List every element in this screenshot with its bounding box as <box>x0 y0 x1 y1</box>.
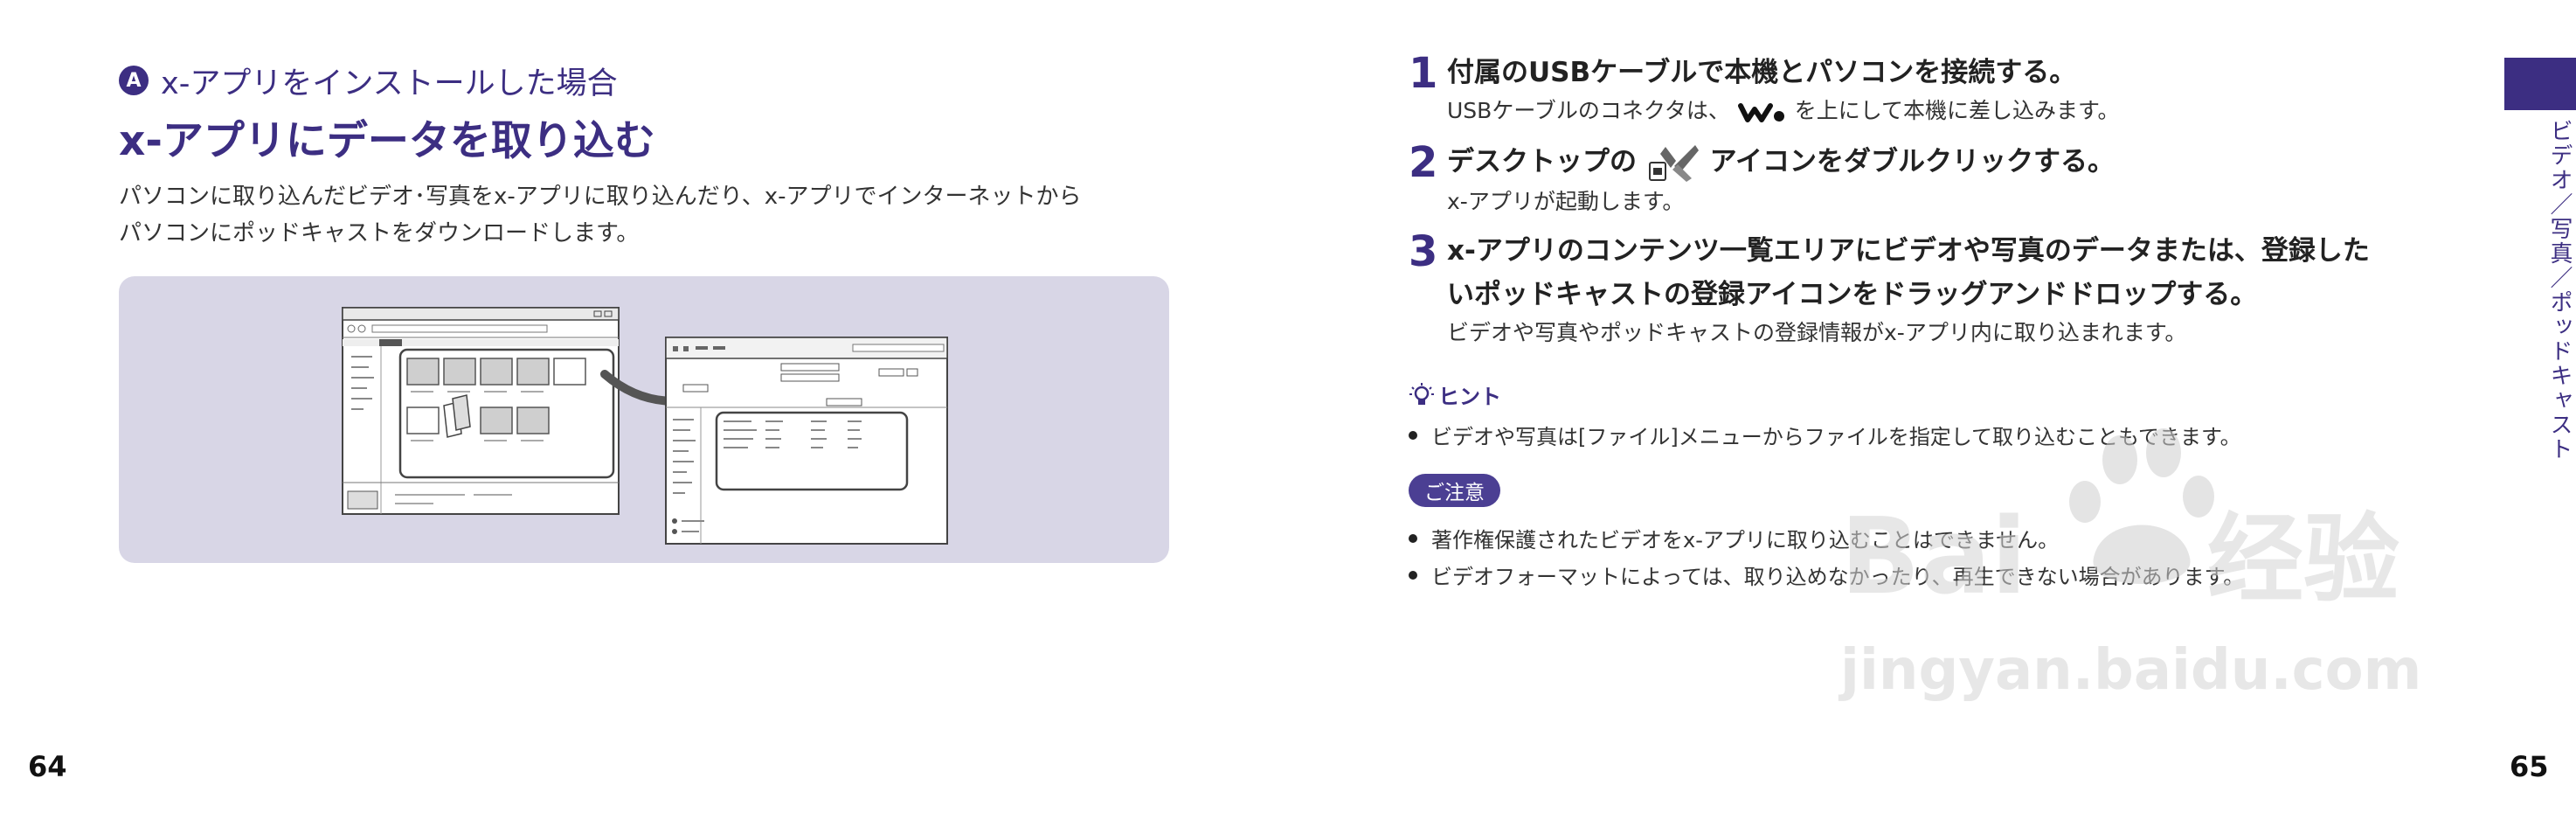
step-number: 1 <box>1409 49 1438 98</box>
hint-heading: ヒント <box>1409 379 1501 410</box>
step-title-post: アイコンをダブルクリックする。 <box>1709 146 2116 177</box>
window-explorer <box>342 307 620 515</box>
step-description: ビデオや写真やポッドキャストの登録情報がx-アプリ内に取り込まれます。 <box>1447 320 2187 345</box>
x-app-desktop-icon <box>1648 144 1699 182</box>
intro-line-1: パソコンに取り込んだビデオ･写真をx-アプリに取り込んだり、x-アプリでインター… <box>119 184 1082 210</box>
watermark-domain: jingyan.baidu.com <box>1838 638 2421 703</box>
lightbulb-icon <box>1409 382 1434 405</box>
walkman-logo-icon <box>1737 103 1784 122</box>
intro-paragraph: パソコンに取り込んだビデオ･写真をx-アプリに取り込んだり、x-アプリでインター… <box>119 178 1185 252</box>
hint-label: ヒント <box>1438 385 1501 409</box>
intro-line-2: パソコンにポッドキャストをダウンロードします。 <box>119 220 640 247</box>
illustration-panel <box>119 276 1169 563</box>
watermark-brand: Bai <box>1840 497 2027 618</box>
step-number: 2 <box>1409 138 1438 187</box>
step-title-pre: デスクトップの <box>1447 146 1637 177</box>
bullet-dot <box>1409 533 1417 543</box>
side-section-label: ビデオ／写真／ポッドキャスト <box>2546 119 2573 462</box>
bullet-dot <box>1409 430 1417 440</box>
caution-item-text: 著作権保護されたビデオをx-アプリに取り込むことはできません。 <box>1431 528 2060 552</box>
caution-item-1: 著作権保護されたビデオをx-アプリに取り込むことはできません。 <box>1409 523 2059 553</box>
step-description: x-アプリが起動します。 <box>1447 188 1685 214</box>
watermark-brand-cn: 经验 <box>2207 504 2399 615</box>
section-subheading: A x-アプリをインストールした場合 <box>119 58 618 103</box>
bullet-dot <box>1409 570 1417 580</box>
step-title-line-1: x-アプリのコンテンツ一覧エリアにビデオや写真のデータまたは、登録した <box>1447 235 2370 267</box>
baidu-watermark: Bai 经验 jingyan.baidu.com <box>1838 428 2421 703</box>
page-number-left: 64 <box>28 750 67 783</box>
step-title-line-2: いポッドキャストの登録アイコンをドラッグアンドドロップする。 <box>1447 279 2258 310</box>
caution-badge: ご注意 <box>1409 474 1500 507</box>
side-tab-marker <box>2504 58 2576 110</box>
step-desc-post: を上にして本機に差し込みます。 <box>1794 98 2120 123</box>
step-title: デスクトップの アイコンをダブルクリックする。 <box>1447 140 2478 185</box>
step-title: 付属のUSBケーブルで本機とパソコンを接続する。 <box>1447 57 2077 88</box>
window-xapp <box>665 337 948 545</box>
page-title: x-アプリにデータを取り込む <box>119 117 655 165</box>
page-number-right: 65 <box>2510 750 2549 783</box>
step-number: 3 <box>1409 227 1438 276</box>
section-badge-a: A <box>119 66 149 95</box>
step-description: USBケーブルのコネクタは、 を上にして本機に差し込みます。 <box>1447 94 2478 128</box>
step-desc-pre: USBケーブルのコネクタは、 <box>1447 98 1730 123</box>
xapp-screens-illustration <box>342 307 948 545</box>
section-subtitle: x-アプリをインストールした場合 <box>161 66 618 101</box>
